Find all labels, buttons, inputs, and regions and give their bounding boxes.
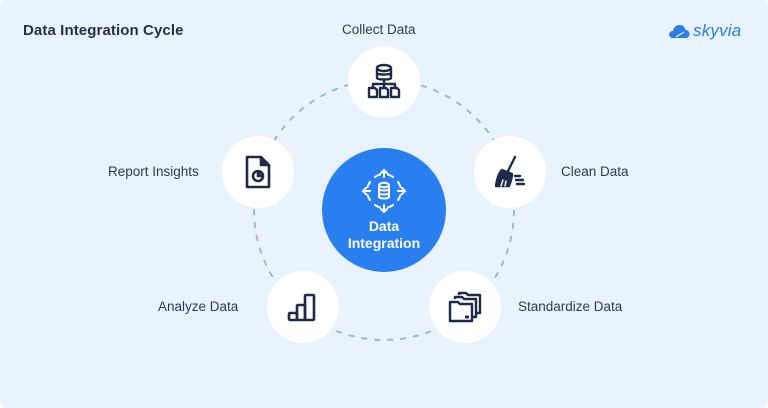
hub-data-integration: Data Integration [322, 148, 446, 272]
step-node-collect [348, 46, 420, 118]
hub-label: Data Integration [348, 218, 420, 252]
broom-icon [494, 155, 526, 188]
hub-label-line2: Integration [347, 235, 421, 251]
step-label-collect: Collect Data [342, 22, 416, 37]
step-node-report [222, 136, 294, 208]
step-node-clean [474, 136, 546, 208]
step-node-analyze [267, 271, 339, 343]
step-label-standardize: Standardize Data [518, 299, 623, 314]
database-hierarchy-icon [367, 63, 401, 99]
brand-name: skyvia [693, 21, 742, 40]
diagram-title: Data Integration Cycle [23, 22, 184, 39]
step-label-analyze: Analyze Data [158, 299, 239, 314]
database-distribute-icon [361, 168, 407, 214]
step-node-standardize [429, 271, 501, 343]
cloud-icon [669, 25, 690, 38]
skyvia-logo: skyvia [668, 21, 741, 41]
folders-icon [448, 291, 482, 323]
step-label-clean: Clean Data [561, 164, 629, 179]
step-label-report: Report Insights [108, 164, 199, 179]
report-document-icon [245, 155, 271, 189]
hub-label-line1: Data [368, 218, 400, 234]
bar-chart-icon [287, 293, 316, 322]
